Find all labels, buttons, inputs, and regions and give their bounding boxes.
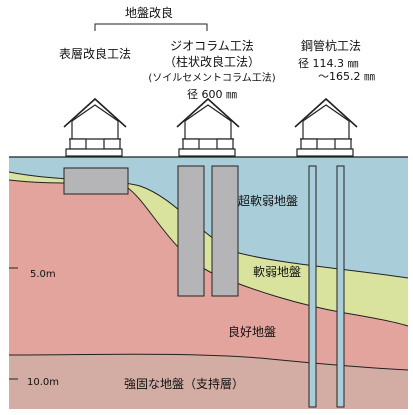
column-method-sub2: (ソイルセメントコラム工法) [148, 71, 275, 84]
firm-layer [9, 354, 408, 409]
group-bracket [94, 23, 208, 31]
surface-method-title: 表層改良工法 [59, 46, 131, 61]
house-column-method [176, 97, 240, 157]
firm-label: 強固な地盤（支持層） [124, 376, 244, 391]
good-layer [9, 180, 408, 409]
steel-pile-right [336, 165, 345, 408]
depth-label-5m: 5.0m [30, 269, 56, 280]
steel-diameter-1: 径 114.3 ㎜ [298, 57, 358, 70]
column-method-sub1: （柱状改良工法） [164, 54, 260, 69]
soft-label: 軟弱地盤 [253, 264, 301, 279]
soil-column-right [211, 165, 239, 297]
surface-improvement-block [63, 167, 129, 195]
steel-method-title: 鋼管杭工法 [301, 38, 361, 53]
depth-label-10m: 10.0m [27, 377, 59, 388]
group-title: 地盤改良 [125, 5, 173, 20]
soil-column-left [177, 165, 205, 297]
steel-pile-left [308, 165, 317, 408]
very-soft-label: 超軟弱地盤 [238, 193, 298, 208]
column-diameter: 径 600 ㎜ [187, 88, 237, 101]
good-label: 良好地盤 [228, 324, 276, 339]
house-surface-method [63, 97, 127, 157]
house-steel-pile-method [294, 97, 358, 157]
steel-diameter-2: ～165.2 ㎜ [318, 70, 375, 83]
column-method-title: ジオコラム工法 [170, 39, 254, 53]
